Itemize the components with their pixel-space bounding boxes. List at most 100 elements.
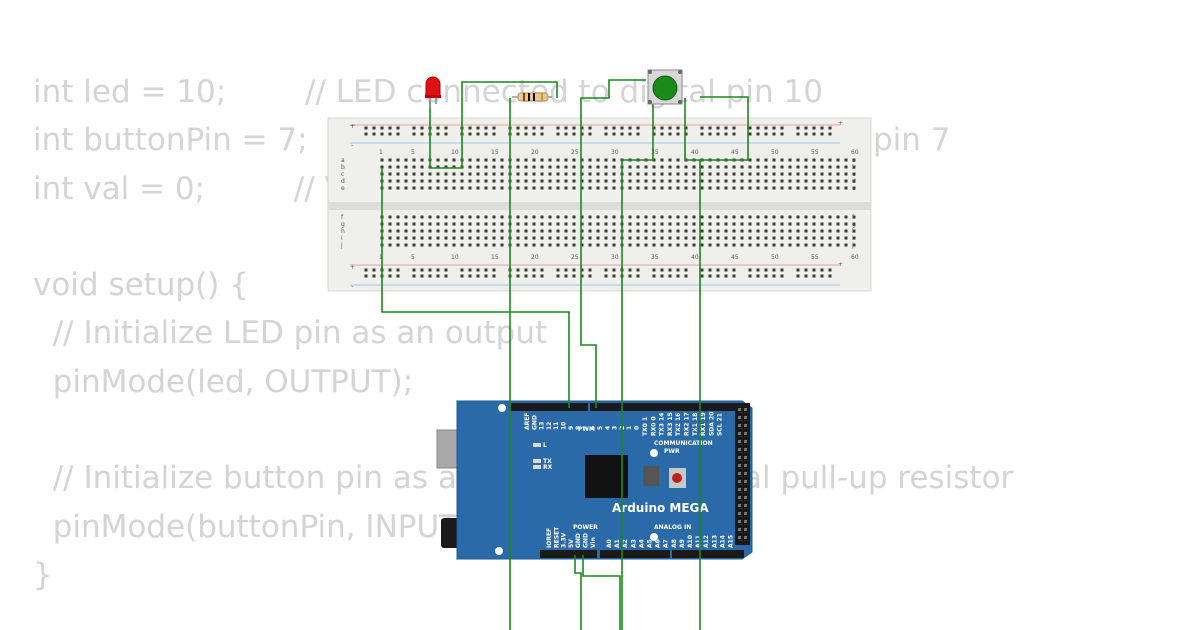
hole: [804, 229, 808, 233]
column-number: 60: [851, 254, 859, 261]
row-letter: i: [852, 235, 854, 242]
hole: [532, 222, 536, 226]
hole: [820, 158, 824, 162]
hole: [436, 165, 440, 169]
hole: [772, 132, 776, 136]
hole: [764, 274, 768, 278]
hole: [388, 132, 392, 136]
hole: [708, 126, 712, 130]
hole: [676, 126, 680, 130]
hole: [476, 186, 480, 190]
hole: [636, 222, 640, 226]
pin: [738, 504, 741, 507]
hole: [388, 274, 392, 278]
hole: [692, 186, 696, 190]
hole: [748, 268, 752, 272]
pin-label: A4: [638, 539, 645, 548]
hole: [708, 172, 712, 176]
hole: [580, 236, 584, 240]
hole: [748, 236, 752, 240]
hole: [756, 222, 760, 226]
header-top-1: [510, 403, 588, 411]
hole: [396, 165, 400, 169]
pin-label: RX3 15: [667, 412, 674, 436]
hole: [524, 126, 528, 130]
hole: [836, 158, 840, 162]
reset-button[interactable]: [672, 473, 682, 483]
communication-label: COMMUNICATION: [654, 440, 713, 447]
hole: [812, 172, 816, 176]
wire-button-loop: [700, 96, 749, 161]
hole: [708, 229, 712, 233]
hole: [796, 179, 800, 183]
hole: [588, 215, 592, 219]
hole: [796, 158, 800, 162]
hole: [820, 274, 824, 278]
hole: [660, 215, 664, 219]
row-letter: d: [341, 178, 345, 185]
hole: [444, 268, 448, 272]
hole: [804, 172, 808, 176]
hole: [708, 179, 712, 183]
hole: [756, 126, 760, 130]
hole: [476, 172, 480, 176]
hole: [540, 229, 544, 233]
pin: [738, 480, 741, 483]
hole: [772, 172, 776, 176]
hole: [756, 132, 760, 136]
hole: [380, 132, 384, 136]
hole: [524, 179, 528, 183]
pin: [738, 496, 741, 499]
hole: [676, 229, 680, 233]
hole: [540, 126, 544, 130]
pin-label: 7: [582, 426, 589, 430]
hole: [556, 126, 560, 130]
hole: [420, 165, 424, 169]
row-letter: b: [852, 164, 856, 171]
hole: [764, 179, 768, 183]
pin-label: A2: [622, 539, 629, 548]
hole: [588, 274, 592, 278]
hole: [668, 268, 672, 272]
hole: [820, 186, 824, 190]
row-letter: i: [341, 235, 343, 242]
hole: [444, 179, 448, 183]
hole: [748, 274, 752, 278]
hole: [636, 186, 640, 190]
hole: [828, 132, 832, 136]
pwm-label: PWM: [578, 426, 595, 433]
hole: [580, 229, 584, 233]
hole: [676, 186, 680, 190]
hole: [596, 222, 600, 226]
push-button[interactable]: [647, 69, 683, 105]
hole: [836, 186, 840, 190]
hole: [556, 268, 560, 272]
row-letter: j: [340, 242, 343, 249]
hole: [732, 236, 736, 240]
hole: [500, 236, 504, 240]
hole: [564, 274, 568, 278]
hole: [516, 179, 520, 183]
hole: [724, 236, 728, 240]
hole: [468, 186, 472, 190]
hole: [532, 243, 536, 247]
pwr-label: PWR: [664, 448, 680, 455]
hole: [724, 186, 728, 190]
hole: [484, 274, 488, 278]
hole: [572, 236, 576, 240]
pin-label: A12: [703, 535, 710, 548]
led-rx-label: RX: [543, 464, 553, 471]
hole: [484, 186, 488, 190]
hole: [724, 165, 728, 169]
hole: [612, 222, 616, 226]
hole: [436, 179, 440, 183]
hole: [612, 215, 616, 219]
pin: [738, 440, 741, 443]
button-cap[interactable]: [652, 75, 678, 101]
pin-label: RESET: [553, 526, 560, 548]
hole: [604, 243, 608, 247]
hole: [804, 132, 808, 136]
hole: [420, 222, 424, 226]
hole: [500, 229, 504, 233]
